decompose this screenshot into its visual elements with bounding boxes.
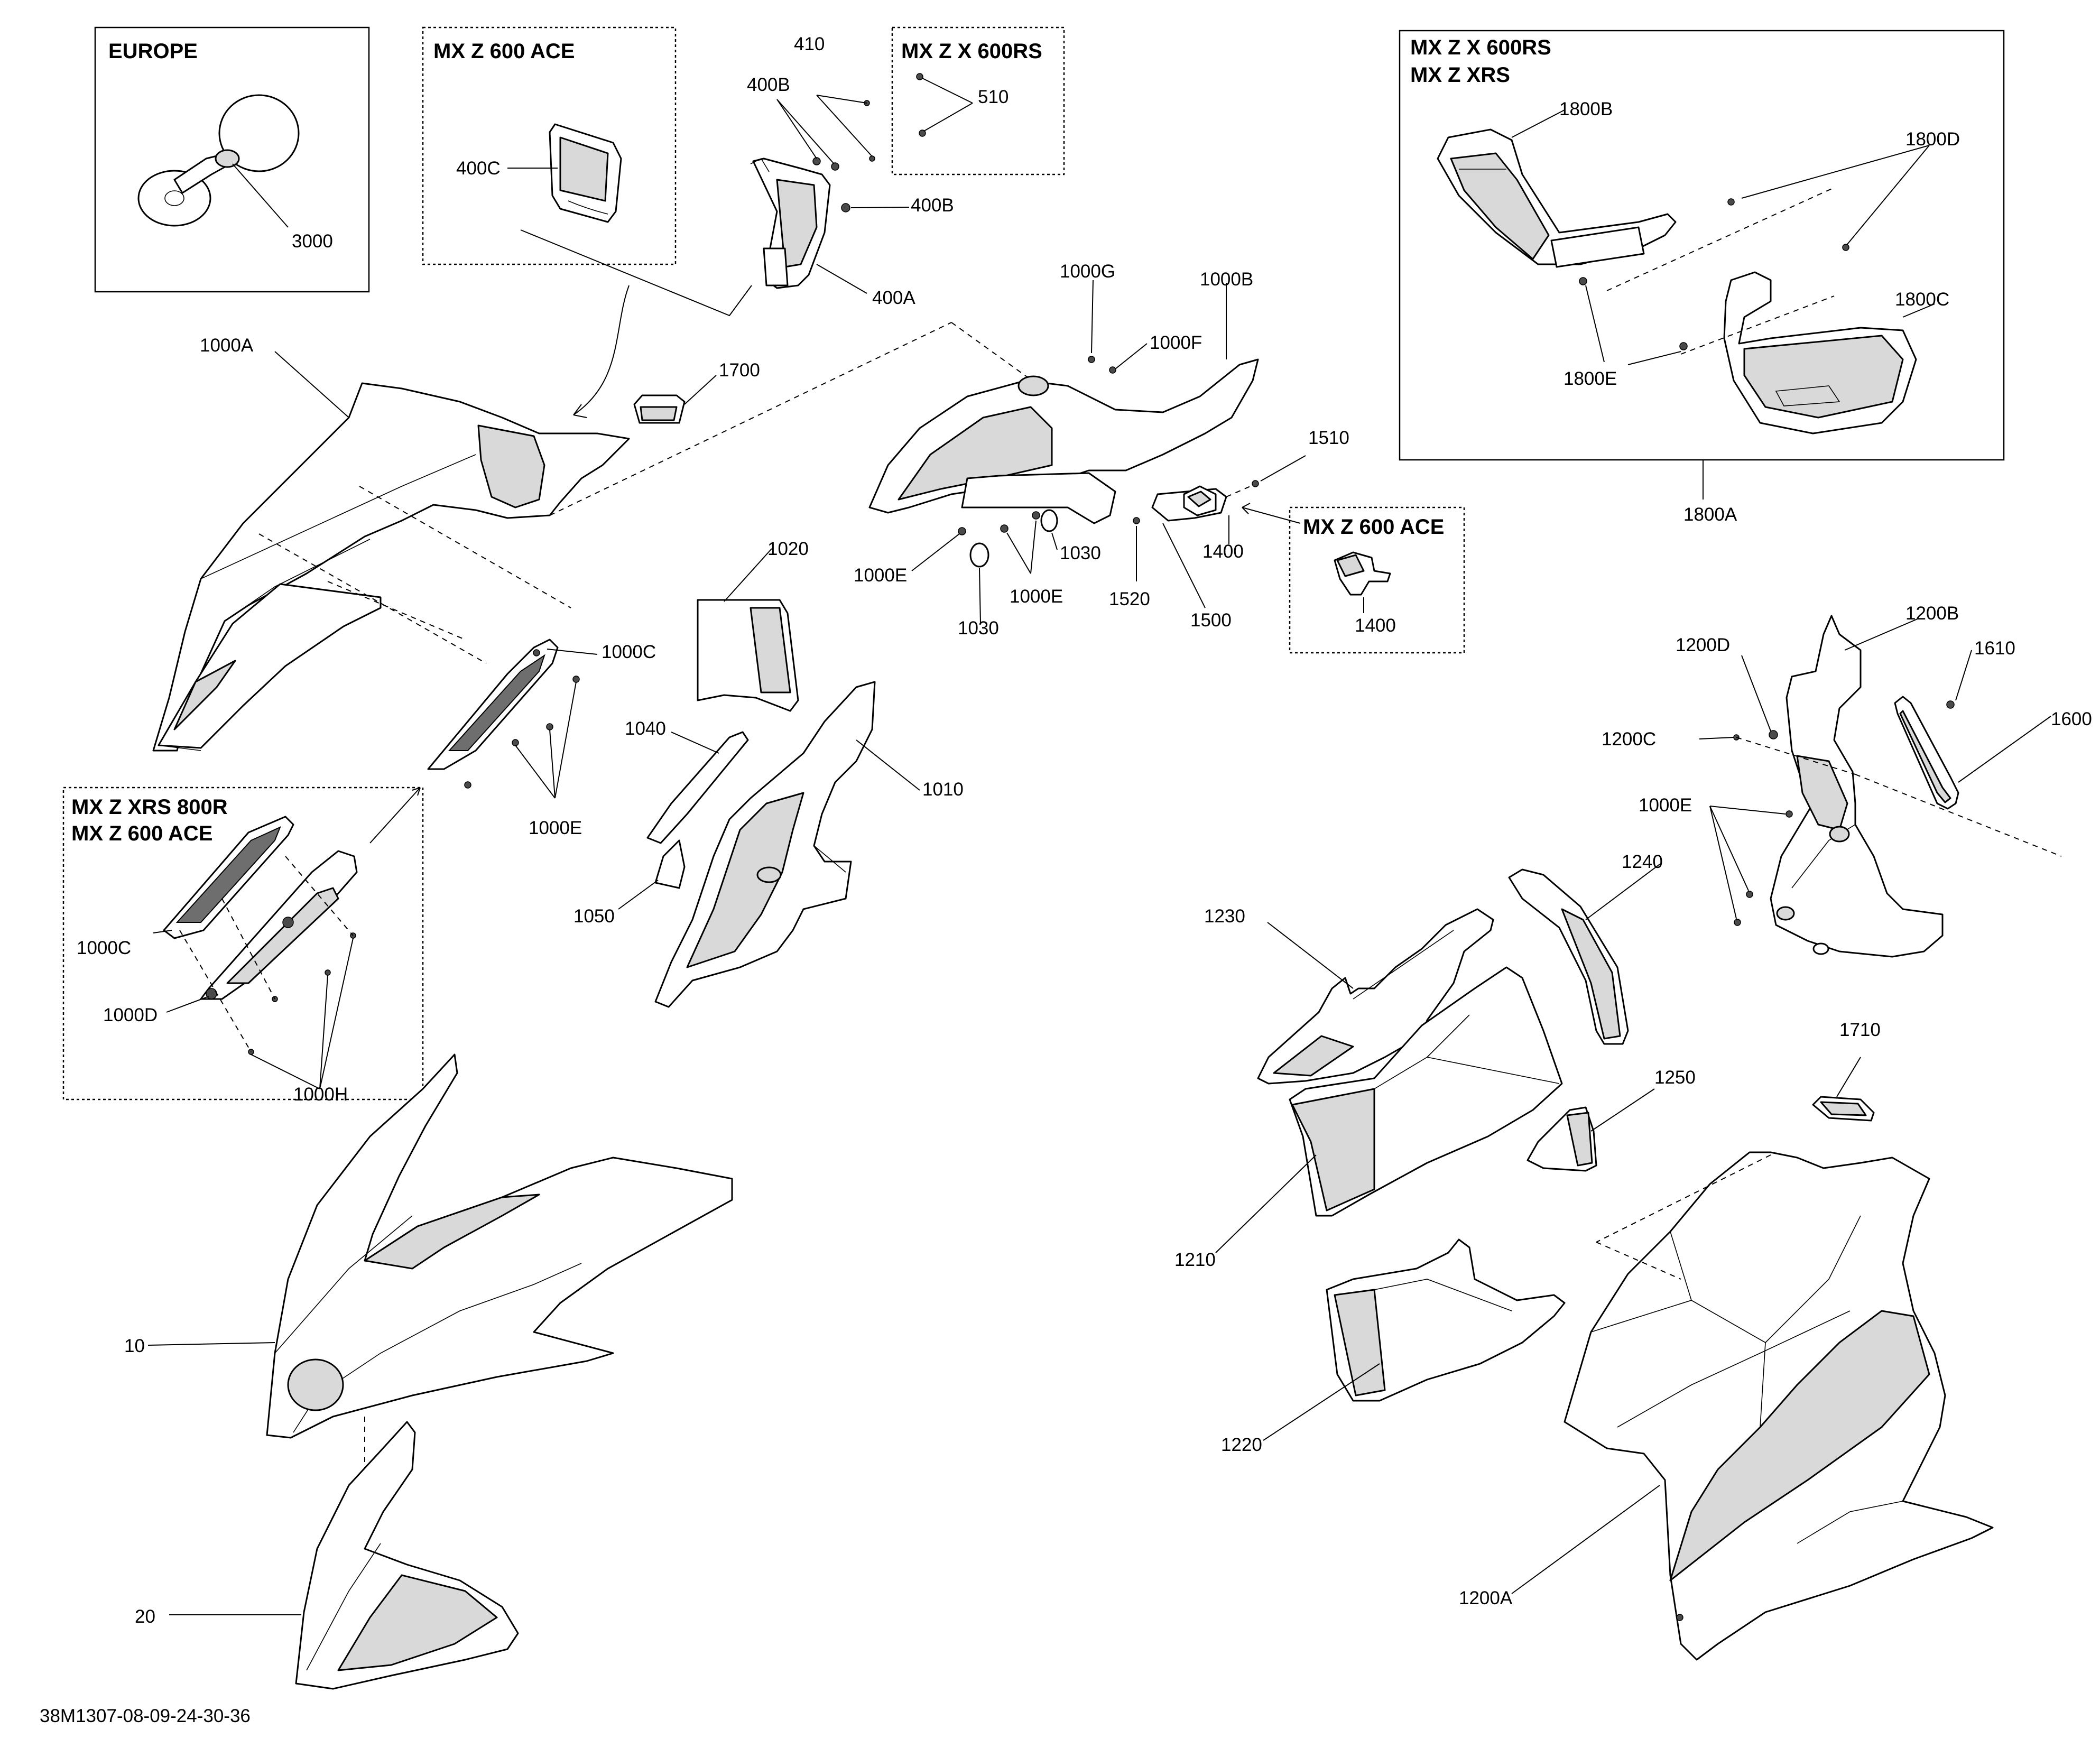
box-europe: EUROPE: [94, 26, 370, 293]
label-1040: 1040: [625, 718, 666, 739]
label-1000e-b: 1000E: [1010, 586, 1063, 607]
label-1050: 1050: [573, 906, 615, 927]
box-vent: MX Z XRS 800R MX Z 600 ACE: [62, 787, 424, 1100]
label-400b-b: 400B: [911, 195, 954, 216]
box-handguard: MX Z X 600RS MX Z XRS: [1399, 30, 2005, 500]
label-1600: 1600: [2051, 709, 2092, 729]
label-3000: 3000: [292, 231, 333, 252]
label-1000f: 1000F: [1150, 332, 1202, 353]
label-400b-a: 400B: [747, 75, 790, 95]
label-1000d: 1000D: [103, 1005, 158, 1025]
label-1400-b: 1400: [1355, 615, 1396, 636]
group-1000b: [868, 280, 1306, 624]
label-1210: 1210: [1174, 1250, 1216, 1270]
part-1220: [1326, 1238, 1566, 1402]
label-1800b: 1800B: [1559, 99, 1613, 119]
label-400c: 400C: [456, 158, 501, 179]
group-400: [520, 78, 973, 418]
group-vent-main: [369, 639, 598, 844]
box-mxz-600ace-top: MX Z 600 ACE: [422, 26, 677, 265]
bracket-1200b: [1770, 615, 1944, 958]
label-1200b: 1200B: [1905, 603, 1959, 624]
hood-10: [266, 1053, 733, 1439]
label-1230: 1230: [1204, 906, 1245, 927]
label-1000g: 1000G: [1060, 261, 1115, 282]
label-510: 510: [978, 87, 1009, 107]
label-1800a: 1800A: [1683, 504, 1737, 525]
label-1020: 1020: [767, 539, 809, 559]
group-1000a: [152, 322, 1084, 752]
label-1800c: 1800C: [1895, 289, 1949, 310]
box-mxz-600ace-top-title: MX Z 600 ACE: [433, 40, 575, 63]
label-1800d: 1800D: [1905, 129, 1960, 150]
label-1220: 1220: [1221, 1435, 1262, 1455]
label-400a: 400A: [872, 288, 915, 308]
box-mxz-600ace-right-title: MX Z 600 ACE: [1303, 515, 1444, 539]
label-1700: 1700: [719, 360, 760, 381]
group-1010: [618, 548, 920, 1008]
label-1710: 1710: [1839, 1020, 1881, 1040]
box-mxz-600ace-right: MX Z 600 ACE: [1289, 506, 1465, 654]
labels: 3000 400C 410 400B 510 400B 400A 1000A 1…: [40, 34, 2092, 1726]
label-1510: 1510: [1308, 428, 1349, 448]
box-handguard-title-1: MX Z X 600RS: [1410, 36, 1551, 59]
label-1240: 1240: [1622, 852, 1663, 872]
mirror-3000: [218, 94, 300, 172]
box-handguard-title-2: MX Z XRS: [1410, 63, 1510, 87]
label-1250: 1250: [1654, 1067, 1696, 1088]
label-1000e-a: 1000E: [854, 565, 907, 586]
document-id: 38M1307-08-09-24-30-36: [40, 1706, 251, 1726]
label-1200c: 1200C: [1602, 729, 1656, 750]
label-1000b: 1000B: [1200, 269, 1253, 290]
label-410: 410: [794, 34, 825, 54]
label-1000e-c: 1000E: [529, 818, 582, 838]
box-vent-title-1: MX Z XRS 800R: [71, 796, 228, 819]
group-1200: [1215, 615, 2062, 1661]
label-1400-a: 1400: [1202, 541, 1244, 562]
label-1010: 1010: [922, 779, 964, 800]
group-20: [169, 1421, 519, 1690]
box-europe-title: EUROPE: [108, 40, 198, 63]
label-1000e-d: 1000E: [1639, 795, 1692, 816]
label-1520: 1520: [1109, 589, 1150, 609]
part-1040: [646, 731, 749, 844]
label-1800e: 1800E: [1564, 368, 1617, 389]
label-1200d: 1200D: [1676, 635, 1730, 655]
part-1050: [654, 839, 686, 889]
box-mxzx-600rs-top-title: MX Z X 600RS: [901, 40, 1042, 63]
label-1030-b: 1030: [958, 618, 999, 639]
label-10: 10: [124, 1336, 145, 1356]
label-1000c-a: 1000C: [602, 642, 656, 662]
label-1000h: 1000H: [293, 1084, 348, 1105]
label-1500: 1500: [1190, 610, 1232, 631]
label-1610: 1610: [1974, 638, 2015, 659]
label-1000c-b: 1000C: [77, 938, 131, 958]
box-mxzx-600rs-top: MX Z X 600RS: [891, 26, 1065, 175]
group-10: [147, 1053, 733, 1496]
label-1000a: 1000A: [200, 335, 254, 356]
vent-frame-1000d: [200, 850, 358, 1000]
label-20: 20: [135, 1606, 155, 1627]
label-1200a: 1200A: [1459, 1588, 1513, 1608]
box-vent-title-2: MX Z 600 ACE: [71, 822, 212, 845]
label-1030-a: 1030: [1060, 543, 1101, 563]
